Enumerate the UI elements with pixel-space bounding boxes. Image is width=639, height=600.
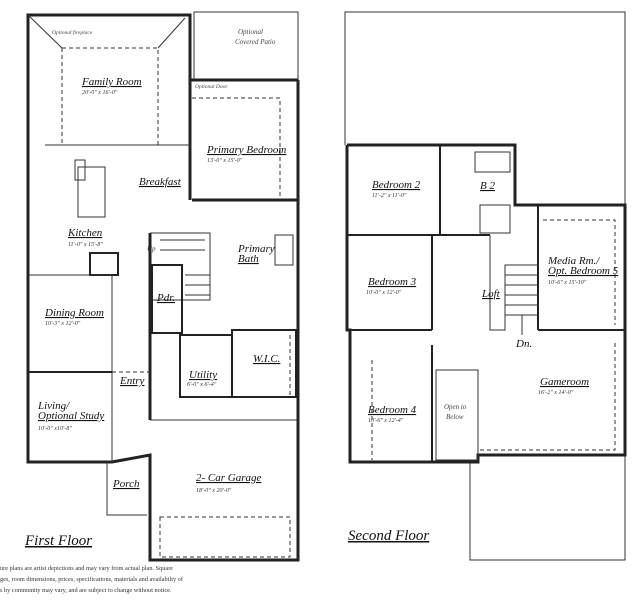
- bedroom-2-dims: 11'-2" x 11'-0": [372, 193, 407, 199]
- primary-bedroom-label: Primary Bedroom: [206, 144, 286, 156]
- down-label: Dn.: [515, 338, 532, 350]
- primary-bath-label-2: Bath: [238, 253, 259, 265]
- garage-dims: 18'-0" x 20'-0": [196, 488, 232, 494]
- primary-bath-label-1: Primary: [237, 243, 275, 255]
- patio-note-1: Optional: [238, 28, 263, 36]
- second-floor-title: Second Floor: [348, 528, 429, 544]
- family-room-label: Family Room: [81, 76, 142, 88]
- open-to-below-1: Open to: [444, 403, 467, 411]
- powder-label: Pdr.: [156, 292, 175, 304]
- dining-room-label: Dining Room: [44, 307, 104, 319]
- stairs-second: [505, 274, 538, 335]
- up-label: Up: [147, 245, 156, 253]
- fireplace-note: Optional fireplace: [52, 29, 93, 36]
- primary-bedroom-dims: 13'-0" x 15'-0": [207, 158, 243, 164]
- media-room-label-2: Opt. Bedroom 5: [548, 265, 619, 277]
- gameroom-label: Gameroom: [540, 376, 589, 388]
- garage-label: 2- Car Garage: [196, 472, 262, 484]
- disclaimer-line: s by community may vary, and are subject…: [0, 587, 172, 594]
- wic-label: W.I.C.: [253, 353, 280, 365]
- first-floor-title: First Floor: [24, 533, 92, 549]
- bedroom-4-dims: 10'-6" x 12'-4": [368, 417, 404, 424]
- utility-dims: 6'-0" x 6'-4": [187, 381, 217, 388]
- optional-door-note: Optional Door: [195, 84, 228, 90]
- bath-2-label: B 2: [480, 180, 495, 192]
- bedroom-2-label: Bedroom 2: [372, 179, 421, 191]
- disclaimer-line: ure plans are artist depictions and may …: [0, 565, 174, 572]
- living-dims: 10'-0" x10'-8": [38, 426, 72, 432]
- media-room-dims: 10'-6" x 15'-10": [548, 280, 587, 286]
- open-to-below-2: Below: [446, 413, 464, 421]
- utility-label: Utility: [189, 369, 217, 381]
- media-room-label-1: Media Rm./: [547, 255, 600, 267]
- gameroom-dims: 16'-2" x 14'-0": [538, 389, 574, 396]
- bedroom-4-label: Bedroom 4: [368, 404, 417, 416]
- kitchen-label: Kitchen: [67, 227, 103, 239]
- kitchen-dims: 11'-0" x 15'-8": [68, 242, 103, 248]
- first-floor-walls: [26, 11, 300, 562]
- bedroom-3-label: Bedroom 3: [368, 276, 417, 288]
- disclaimer: ure plans are artist depictions and may …: [0, 563, 200, 596]
- loft-label: Loft: [481, 288, 501, 300]
- stairs: [160, 239, 210, 296]
- porch-label: Porch: [112, 478, 140, 490]
- living-label-1: Living/: [37, 400, 70, 412]
- second-floor-walls: [344, 11, 627, 561]
- living-label-2: Optional Study: [38, 410, 104, 422]
- bedroom-3-dims: 10'-0" x 12'-0": [366, 290, 402, 296]
- patio-note-2: Covered Patio: [235, 38, 276, 46]
- family-room-dims: 20'-0" x 16'-0": [82, 90, 118, 96]
- entry-label: Entry: [119, 375, 145, 387]
- dining-room-dims: 10'-3" x 12'-0": [45, 321, 81, 327]
- disclaimer-line: ges, room dimensions, prices, specificat…: [0, 576, 183, 583]
- breakfast-label: Breakfast: [139, 176, 182, 188]
